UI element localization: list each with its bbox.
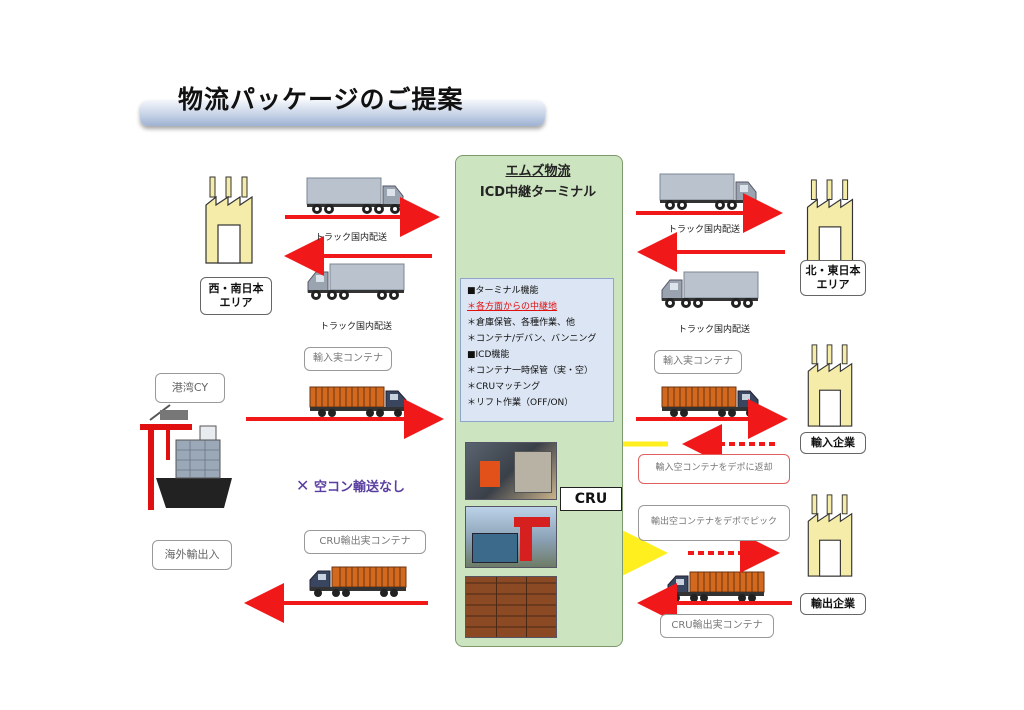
label-cru-export-right: CRU輸出実コンテナ [660, 614, 774, 638]
truck-icon-west-top [306, 177, 404, 215]
label-truck-west-bottom: トラック国内配送 [320, 322, 393, 332]
area-exporter: 輸出企業 [800, 593, 866, 615]
terminal-function-list: ■ターミナル機能 ＊各方面からの中継地 ＊倉庫保管、各種作業、他 ＊コンテナ/デ… [460, 278, 614, 422]
factory-icon-exporter [807, 494, 853, 577]
label-truck-east-bottom: トラック国内配送 [678, 325, 751, 335]
no-empty-transport-note: ✕ 空コン輸送なし [296, 476, 405, 495]
container-truck-icon-import [661, 386, 759, 418]
label-import-full-right: 輸入実コンテナ [654, 350, 742, 374]
truck-icon-east-top [659, 173, 757, 211]
factory-icon-northeast [806, 179, 854, 265]
area-west-south: 西・南日本 エリア [200, 277, 272, 315]
label-truck-west-top: トラック国内配送 [315, 233, 388, 243]
function-item: ＊リフト作業（OFF/ON） [467, 398, 574, 408]
truck-icon-east-bottom [662, 272, 758, 308]
function-item: ＊倉庫保管、各種作業、他 [467, 318, 576, 328]
factory-icon-importer [807, 344, 853, 427]
title-bar [140, 100, 545, 126]
function-item: ＊コンテナ/デバン、バンニング [467, 334, 597, 344]
crane-icon [140, 404, 192, 510]
container-lift-photo [465, 506, 557, 568]
area-overseas: 海外輸出入 [152, 540, 232, 570]
label-export-empty-pick: 輸出空コンテナをデポでピック [638, 505, 790, 541]
cross-mark-icon: ✕ [296, 476, 310, 495]
ship-icon [156, 425, 232, 508]
container-truck-icon-port [309, 386, 407, 418]
area-importer: 輸入企業 [800, 432, 866, 454]
terminal-name: ICD中継ターミナル [479, 185, 597, 200]
page-title: 物流パッケージのご提案 [178, 85, 464, 114]
function-item: ＊各方面からの中継地 [467, 302, 558, 312]
function-item: ■ICD機能 [467, 350, 510, 360]
label-import-full-left: 輸入実コンテナ [304, 347, 392, 371]
area-port-cy: 港湾CY [155, 373, 225, 403]
container-stack-photo [465, 576, 557, 638]
function-item: ■ターミナル機能 [467, 286, 539, 296]
no-empty-transport-text: 空コン輸送なし [313, 480, 405, 495]
forklift-photo [465, 442, 557, 500]
label-cru-export-left: CRU輸出実コンテナ [304, 530, 426, 554]
factory-icon-west [205, 176, 253, 264]
container-truck-icon-export-right [668, 572, 764, 602]
label-import-empty-return: 輸入空コンテナをデポに返却 [638, 454, 790, 484]
cru-badge: CRU [560, 487, 622, 511]
function-item: ＊CRUマッチング [467, 382, 541, 392]
label-truck-east-top: トラック国内配送 [668, 225, 741, 235]
area-north-east: 北・東日本 エリア [800, 260, 866, 296]
container-truck-icon-export-left [310, 567, 406, 597]
truck-icon-west-bottom [308, 264, 404, 300]
terminal-company: エムズ物流 [505, 164, 571, 179]
function-item: ＊コンテナ一時保管（実・空） [467, 366, 594, 376]
